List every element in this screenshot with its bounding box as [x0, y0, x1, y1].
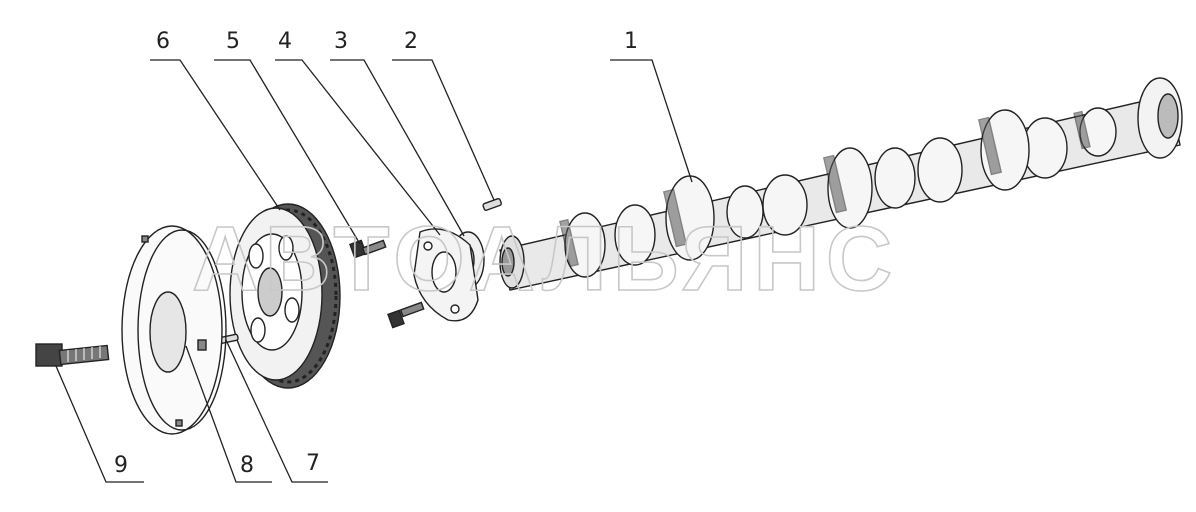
- leader-line-4: [275, 59, 441, 236]
- leader-line-5: [214, 59, 361, 245]
- callout-5: 5: [226, 29, 240, 54]
- leader-line-7: [225, 339, 328, 483]
- woodruff-key: [482, 197, 502, 211]
- camshaft: [499, 77, 1183, 291]
- leader-line-3: [330, 59, 465, 237]
- leader-line-2: [392, 59, 495, 201]
- callout-6: 6: [156, 29, 170, 54]
- leader-line-1: [610, 59, 693, 183]
- thrust-plate-bolt-lower: [387, 301, 425, 329]
- callout-2: 2: [404, 29, 418, 54]
- callout-9: 9: [114, 453, 128, 478]
- callout-4: 4: [278, 29, 292, 54]
- thrust-plate-bolt-upper: [349, 239, 387, 259]
- callout-7: 7: [306, 451, 320, 476]
- gear-cover-plate: [121, 225, 227, 435]
- gear-retaining-bolt: [35, 343, 110, 367]
- callout-1: 1: [624, 29, 638, 54]
- camshaft-gear: [229, 203, 341, 389]
- thrust-plate: [413, 228, 479, 322]
- leader-line-9: [55, 365, 144, 483]
- callout-3: 3: [334, 29, 348, 54]
- callout-labels: 1 2 3 4 5 6 7 8 9: [114, 29, 638, 478]
- leader-line-6: [150, 59, 281, 211]
- leader-line-8: [185, 345, 272, 483]
- watermark-text: АВТОАЛЬЯНС: [192, 208, 898, 310]
- leader-lines: [55, 59, 693, 483]
- callout-8: 8: [240, 453, 254, 478]
